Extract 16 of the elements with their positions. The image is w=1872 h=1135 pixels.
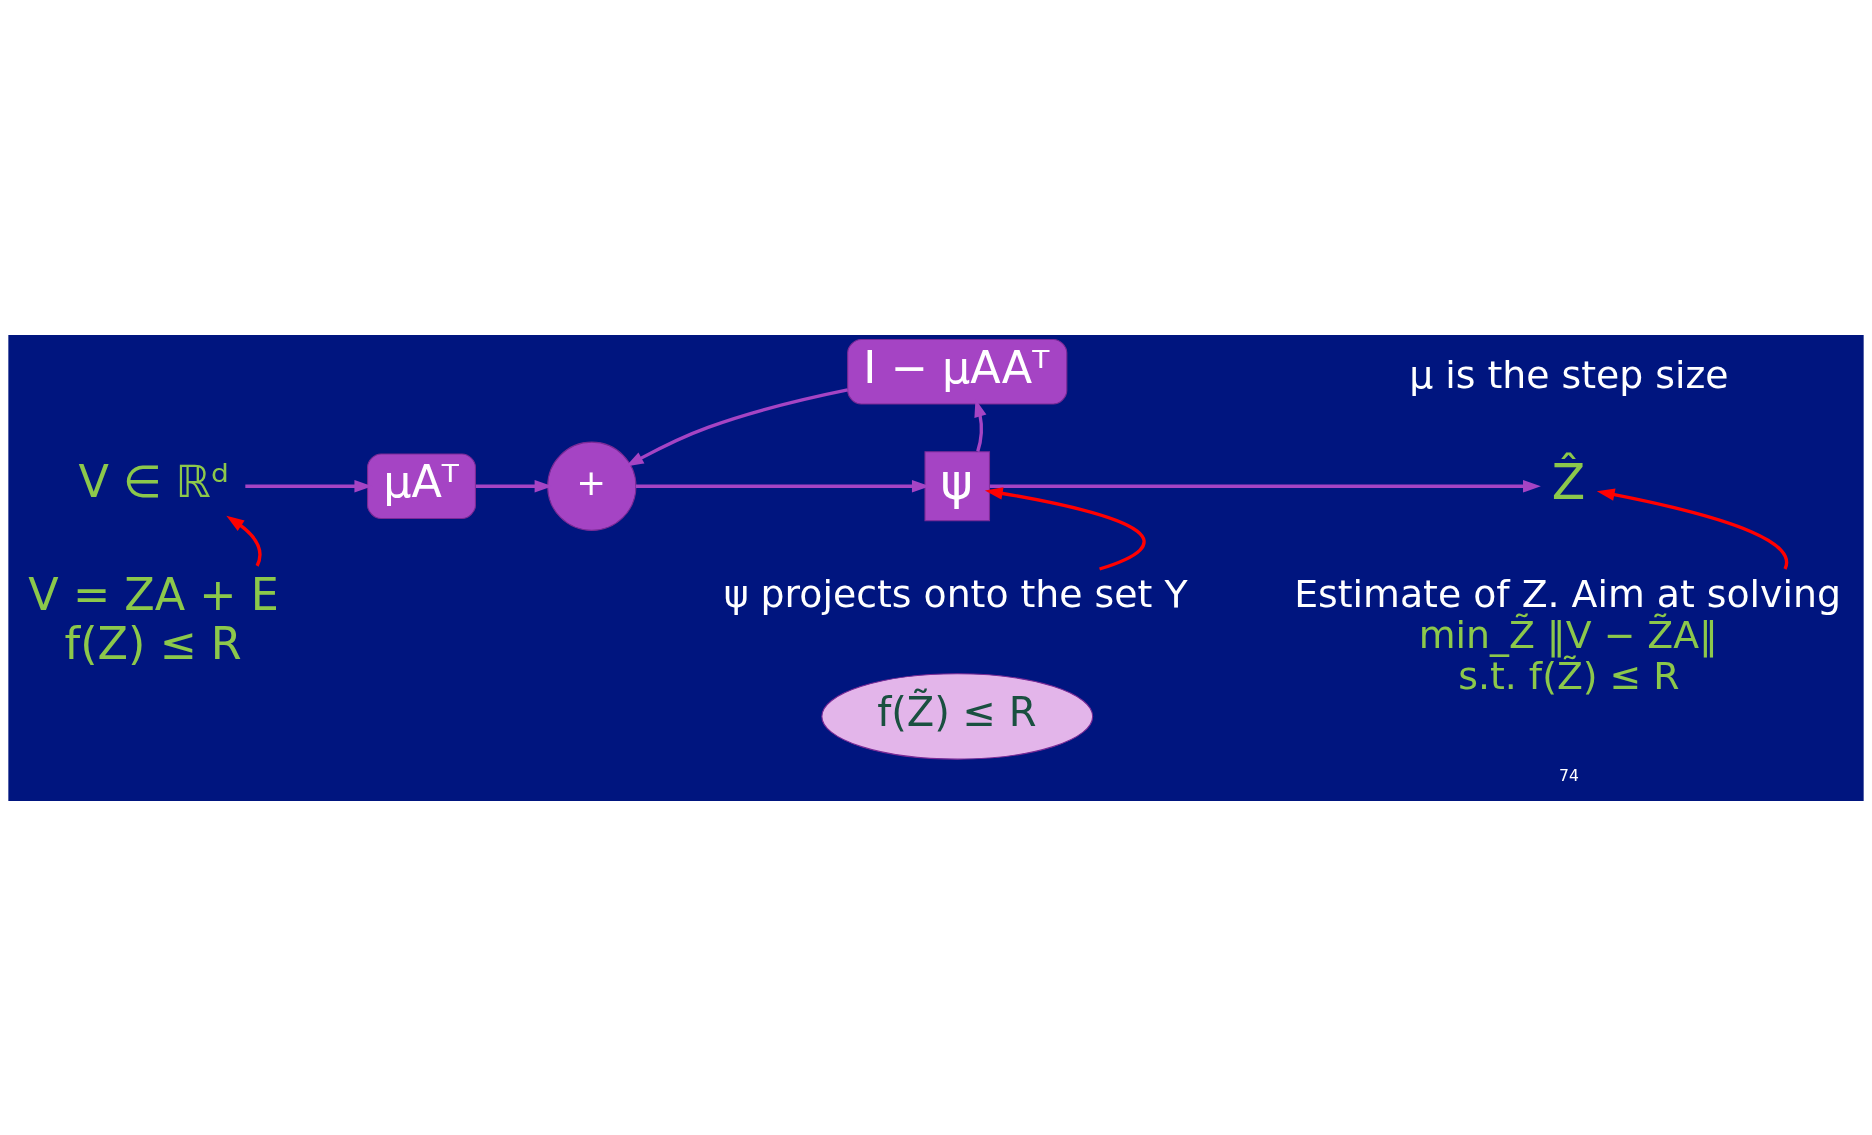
node-text: ψ projects onto the set Υ [723, 571, 1188, 616]
node-text: Ẑ [1551, 453, 1586, 511]
arrow [984, 486, 1146, 571]
arrow [1596, 488, 1789, 569]
node-text: V = ZA + E f(Z) ≤ R [28, 568, 279, 669]
node-text: V ∈ ℝᵈ [78, 455, 230, 507]
label: 74 [1559, 766, 1579, 785]
node-box: I − μAAᵀ [847, 338, 1068, 404]
node-box: μAᵀ [367, 452, 476, 519]
arrow [989, 479, 1541, 492]
node-circle: + [547, 441, 637, 531]
label: μ is the step size [1409, 352, 1729, 397]
node-text: Estimate of Z. Aim at solving min_Z̃ ‖V − Z̃A‖ s.t. f(Z̃) ≤ R [1294, 571, 1841, 698]
arrow [226, 515, 262, 567]
node-box: ψ [924, 450, 991, 521]
node-ellipse: f(Z̃) ≤ R [821, 672, 1094, 760]
